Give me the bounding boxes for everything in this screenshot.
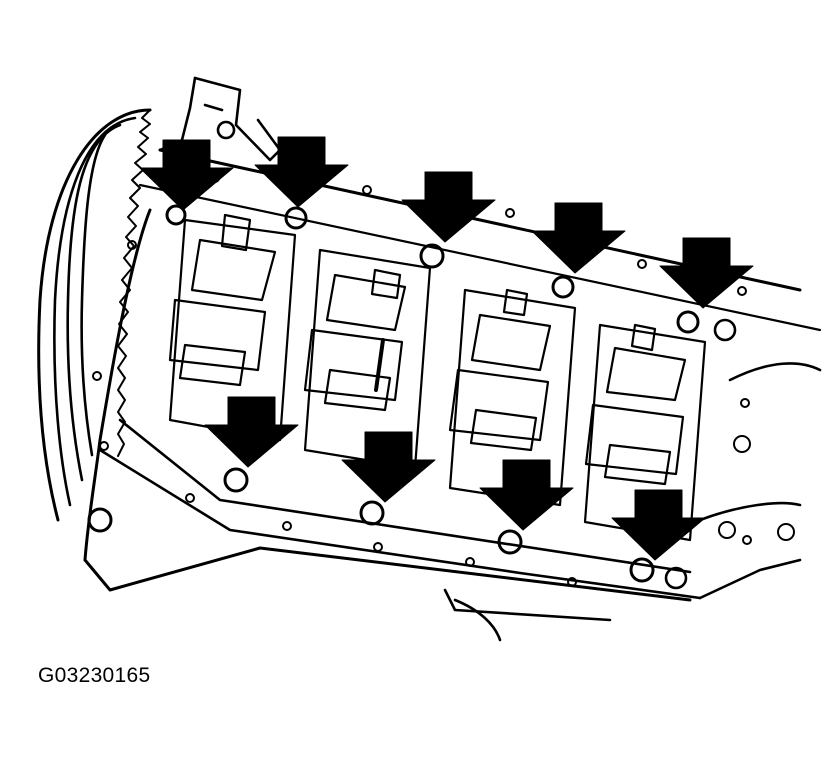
bolt-arrow-1	[139, 139, 234, 211]
bolt-arrow-6	[204, 396, 299, 468]
bolt-arrow-7	[341, 431, 436, 503]
bolt-arrow-3	[401, 171, 496, 243]
engine-block-bolt-diagram	[37, 76, 822, 642]
bolt-arrow-5	[659, 237, 754, 309]
bolt-arrow-8	[479, 459, 574, 531]
main-bearing-bolts	[165, 204, 700, 583]
bolt-arrows	[139, 136, 754, 561]
bolt-arrow-9	[611, 489, 706, 561]
bolt-arrow-4	[531, 202, 626, 274]
bolt-arrow-2	[254, 136, 349, 208]
figure-code: G03230165	[38, 664, 151, 687]
flywheel	[37, 108, 152, 522]
